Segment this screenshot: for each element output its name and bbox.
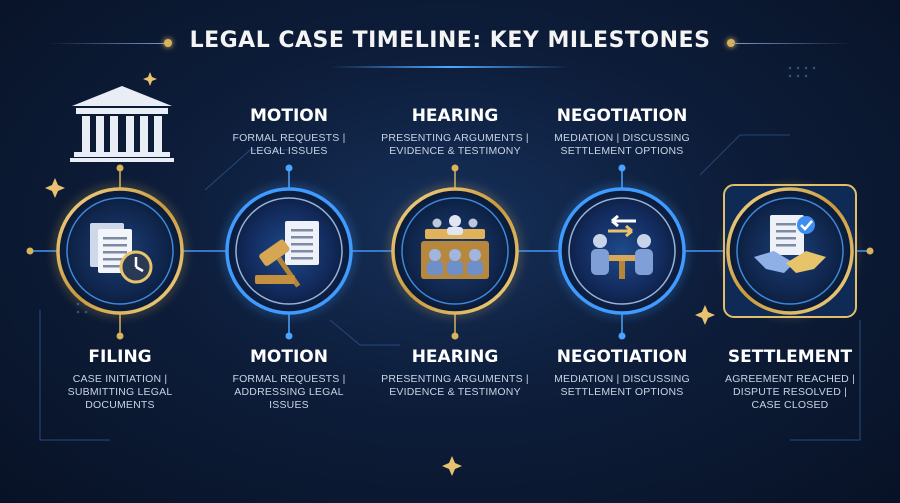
courthouse-icon <box>70 86 174 162</box>
stage-title: MOTION <box>250 347 328 367</box>
stage-title: HEARING <box>411 106 499 126</box>
stage-description-line: DISPUTE RESOLVED | <box>732 386 848 398</box>
connector-top-dot <box>116 164 124 172</box>
stage-description-line: EVIDENCE & TESTIMONY <box>389 145 521 157</box>
stage-node-filing <box>52 164 188 340</box>
stage-description-line: PRESENTING ARGUMENTS | <box>381 132 529 144</box>
stage-description-line: CASE CLOSED <box>751 399 829 411</box>
stage-title: SETTLEMENT <box>727 347 853 367</box>
stage-title: NEGOTIATION <box>556 347 688 367</box>
documents-clock-icon <box>90 223 153 284</box>
stage-description-line: LEGAL ISSUES <box>250 145 328 157</box>
connector-top-dot <box>285 164 293 172</box>
connector-top-dot <box>451 164 459 172</box>
connector-bottom-dot <box>451 332 459 340</box>
stage-description-line: EVIDENCE & TESTIMONY <box>389 386 521 398</box>
stage-description-line: FORMAL REQUESTS | <box>232 132 346 144</box>
dot-grid-right <box>788 66 816 78</box>
axis-end-dot <box>866 247 874 255</box>
stage-description-line: SETTLEMENT OPTIONS <box>560 386 684 398</box>
title-dot-left <box>164 39 172 47</box>
node-inner-ring <box>568 197 676 305</box>
stage-description-line: PRESENTING ARGUMENTS | <box>381 373 529 385</box>
stage-node-motion <box>221 164 357 340</box>
courtroom-icon <box>421 215 489 279</box>
frame-line-right <box>790 320 861 441</box>
sparkles <box>45 72 715 476</box>
page-title: LEGAL CASE TIMELINE: KEY MILESTONES <box>189 28 711 53</box>
handshake-agreement-icon <box>754 215 826 273</box>
circuit-line-2 <box>699 134 790 176</box>
stage-node-hearing <box>387 164 523 340</box>
stage-title: NEGOTIATION <box>556 106 688 126</box>
stage-description-line: FORMAL REQUESTS | <box>232 373 346 385</box>
stage-description: PRESENTING ARGUMENTS |EVIDENCE & TESTIMO… <box>375 373 535 399</box>
node-inner-ring <box>235 197 343 305</box>
stage-title: FILING <box>88 347 152 367</box>
frame-line-left <box>39 310 110 441</box>
stage-title: HEARING <box>411 347 499 367</box>
stage-description-line: SETTLEMENT OPTIONS <box>560 145 684 157</box>
top-label-hearing: HEARING PRESENTING ARGUMENTS |EVIDENCE & … <box>375 106 535 158</box>
title-divider-left <box>48 43 168 44</box>
circuit-line-1 <box>204 149 290 191</box>
node-inner-ring <box>66 197 174 305</box>
connector-bottom-dot <box>116 332 124 340</box>
gavel-document-icon <box>255 221 319 288</box>
stage-description: FORMAL REQUESTS |LEGAL ISSUES <box>209 132 369 158</box>
stage-description-line: DOCUMENTS <box>85 399 155 411</box>
stage-title: MOTION <box>250 106 328 126</box>
stage-description-line: SUBMITTING LEGAL <box>67 386 173 398</box>
bottom-label-settlement: SETTLEMENT AGREEMENT REACHED |DISPUTE RES… <box>710 347 870 412</box>
stage-node-negotiation <box>554 164 690 340</box>
top-label-motion: MOTION FORMAL REQUESTS |LEGAL ISSUES <box>209 106 369 158</box>
stage-description-line: MEDIATION | DISCUSSING <box>554 132 690 144</box>
circuit-line-3 <box>329 319 400 346</box>
node-inner-ring <box>736 197 844 305</box>
title-dot-right <box>727 39 735 47</box>
bottom-label-hearing: HEARING PRESENTING ARGUMENTS |EVIDENCE & … <box>375 347 535 399</box>
title-glow-bar <box>330 66 570 68</box>
stage-description: PRESENTING ARGUMENTS |EVIDENCE & TESTIMO… <box>375 132 535 158</box>
node-inner-ring <box>401 197 509 305</box>
timeline-nodes <box>52 164 858 340</box>
stage-description-line: CASE INITIATION | <box>72 373 168 385</box>
connector-bottom-dot <box>618 332 626 340</box>
stage-description-line: AGREEMENT REACHED | <box>724 373 856 385</box>
stage-description-line: MEDIATION | DISCUSSING <box>554 373 690 385</box>
connector-bottom-dot <box>285 332 293 340</box>
axis-start-dot <box>26 247 34 255</box>
stage-node-settlement <box>722 183 858 319</box>
negotiation-table-icon <box>591 214 653 279</box>
stage-description-line: ISSUES <box>269 399 309 411</box>
stage-description: AGREEMENT REACHED |DISPUTE RESOLVED |CAS… <box>710 373 870 412</box>
connector-top-dot <box>618 164 626 172</box>
title-divider-right <box>732 43 852 44</box>
node-outer-ring <box>558 187 686 315</box>
stage-description-line: ADDRESSING LEGAL <box>234 386 344 398</box>
